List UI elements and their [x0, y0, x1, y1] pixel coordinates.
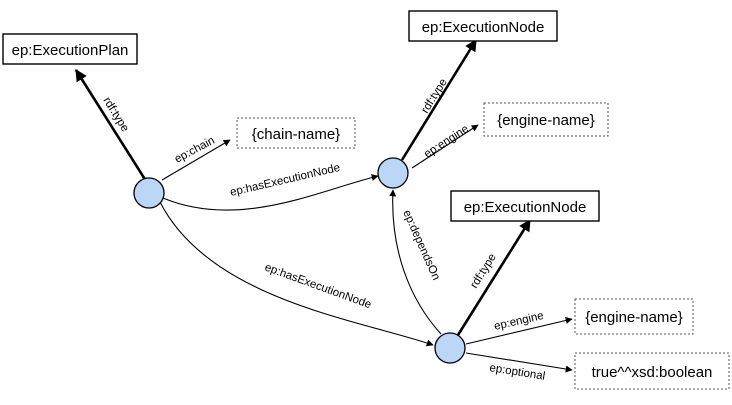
edge-node2-type [456, 218, 532, 336]
edge-has-node-1 [162, 174, 379, 211]
box-label-execution-node-top: ep:ExecutionNode [422, 19, 545, 36]
box-label-optional-value: true^^xsd:boolean [592, 364, 713, 381]
box-chain-name: {chain-name} [236, 117, 356, 149]
edge-label-has-node-2: ep:hasExecutionNode [263, 262, 373, 312]
box-engine-name-top: {engine-name} [483, 102, 609, 137]
box-label-engine-name-top: {engine-name} [497, 112, 595, 129]
edge-label-node2-engine: ep:engine [493, 310, 545, 333]
box-execution-node-mid: ep:ExecutionNode [450, 190, 600, 222]
edge-has-node-2 [159, 201, 434, 347]
edge-label-has-node-1: ep:hasExecutionNode [229, 162, 341, 199]
edge-node2-optional [465, 352, 573, 373]
box-execution-node-top: ep:ExecutionNode [408, 10, 558, 42]
edge-plan-type [74, 68, 148, 182]
edge-node1-engine [411, 124, 479, 169]
node-execution-plan [133, 177, 165, 209]
edge-label-node2-optional: ep:optional [489, 362, 546, 383]
edge-node1-type [400, 38, 478, 161]
edge-label-node2-type: rdf:type [468, 252, 499, 291]
box-label-chain-name: {chain-name} [252, 126, 340, 143]
edge-label-node1-engine: ep:engine [422, 123, 471, 161]
box-label-execution-plan: ep:ExecutionPlan [12, 42, 129, 59]
box-label-engine-name-bottom: {engine-name} [585, 309, 683, 326]
edge-node2-engine [465, 317, 573, 345]
box-label-execution-node-mid: ep:ExecutionNode [464, 199, 587, 216]
edge-depends-on [389, 189, 442, 335]
edge-label-node1-type: rdf:type [419, 77, 450, 116]
edge-label-depends-on: ep:dependsOn [400, 208, 442, 282]
box-optional-value: true^^xsd:boolean [574, 352, 730, 390]
box-engine-name-bottom: {engine-name} [574, 298, 694, 335]
edge-chain [161, 139, 231, 181]
node-execution-node-2 [434, 332, 466, 364]
box-execution-plan: ep:ExecutionPlan [2, 33, 138, 65]
node-execution-node-1 [377, 157, 409, 189]
